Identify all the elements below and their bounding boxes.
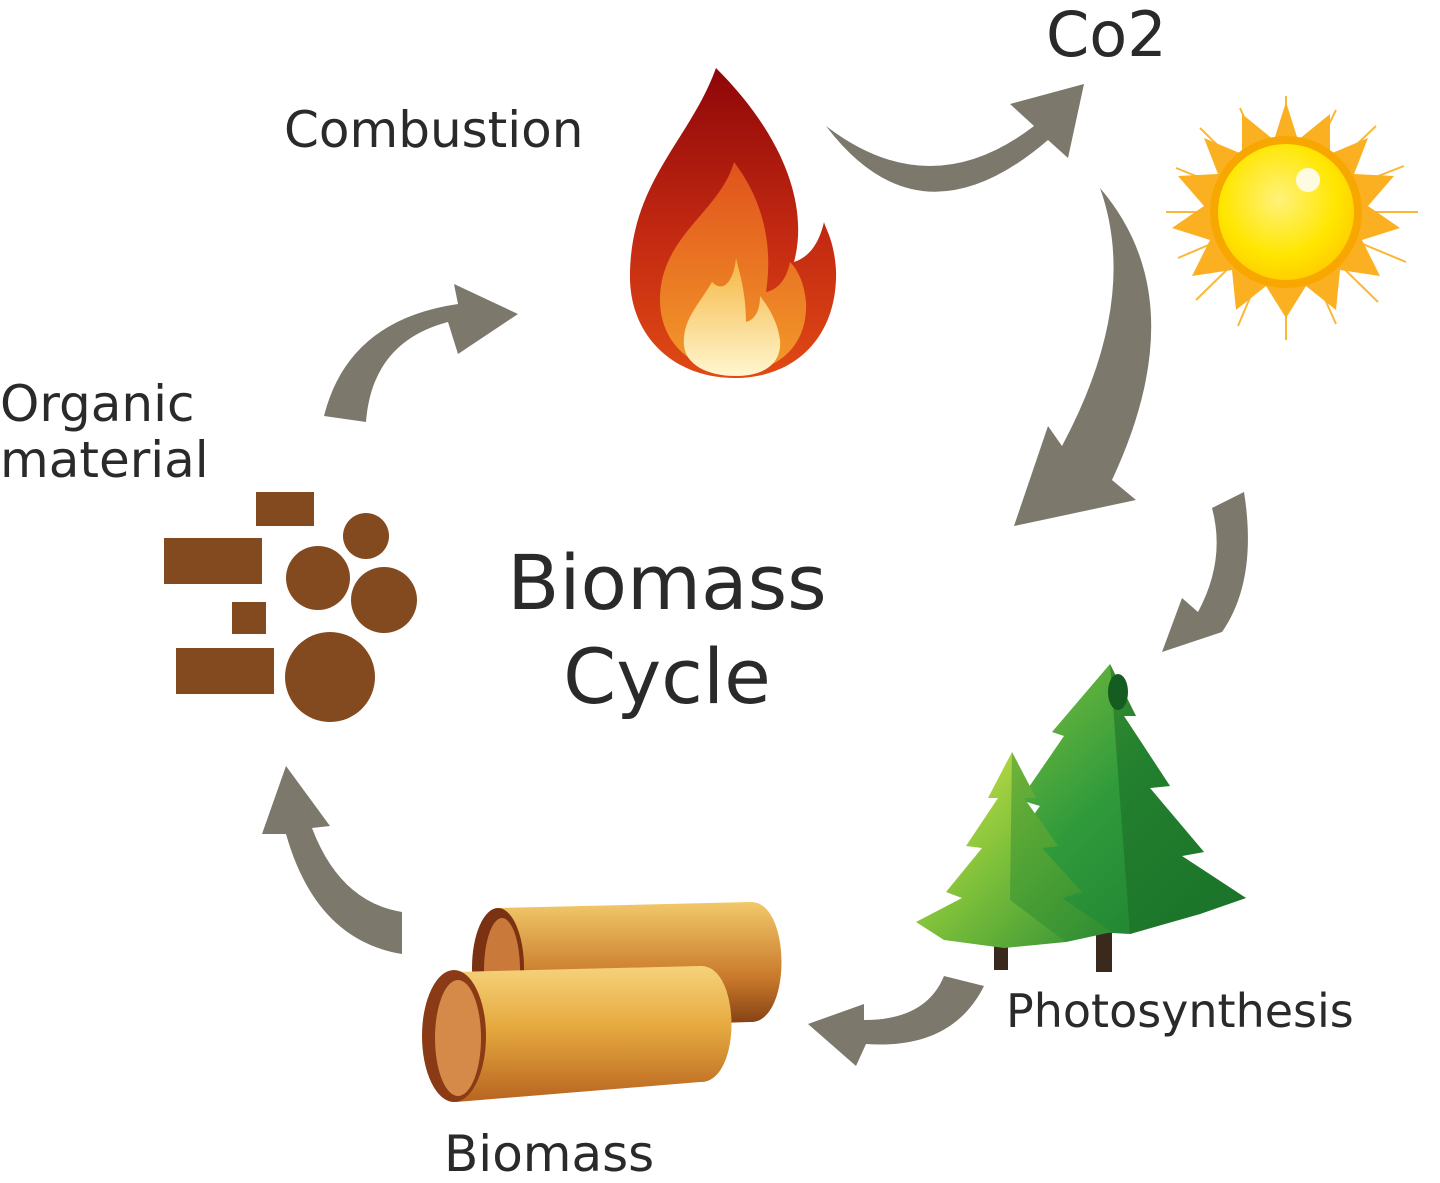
organic-material-icon	[164, 492, 417, 722]
arrow-combustion-to-co2	[826, 84, 1084, 192]
arrow-biomass-to-organic	[262, 766, 402, 954]
arrow-organic-to-combustion	[324, 284, 518, 422]
biomass-label: Biomass	[444, 1125, 655, 1183]
diagram-title: Biomass Cycle	[452, 536, 882, 724]
organic-label-line1: Organic	[0, 375, 195, 433]
organic-material-label: Organic material	[0, 376, 209, 488]
trees-icon	[916, 664, 1246, 972]
logs-icon	[422, 901, 782, 1102]
sun-icon	[1166, 96, 1418, 340]
arrow-to-trees	[1162, 492, 1248, 652]
co2-label: Co2	[1046, 0, 1167, 71]
flame-icon	[629, 68, 837, 378]
combustion-label: Combustion	[284, 101, 584, 159]
arrow-co2-down	[1014, 188, 1152, 526]
title-line1: Biomass	[507, 538, 827, 627]
photosynthesis-label: Photosynthesis	[1006, 984, 1354, 1038]
arrow-photosynthesis-to-biomass	[808, 976, 984, 1066]
title-line2: Cycle	[563, 632, 771, 722]
organic-label-line2: material	[0, 431, 209, 489]
